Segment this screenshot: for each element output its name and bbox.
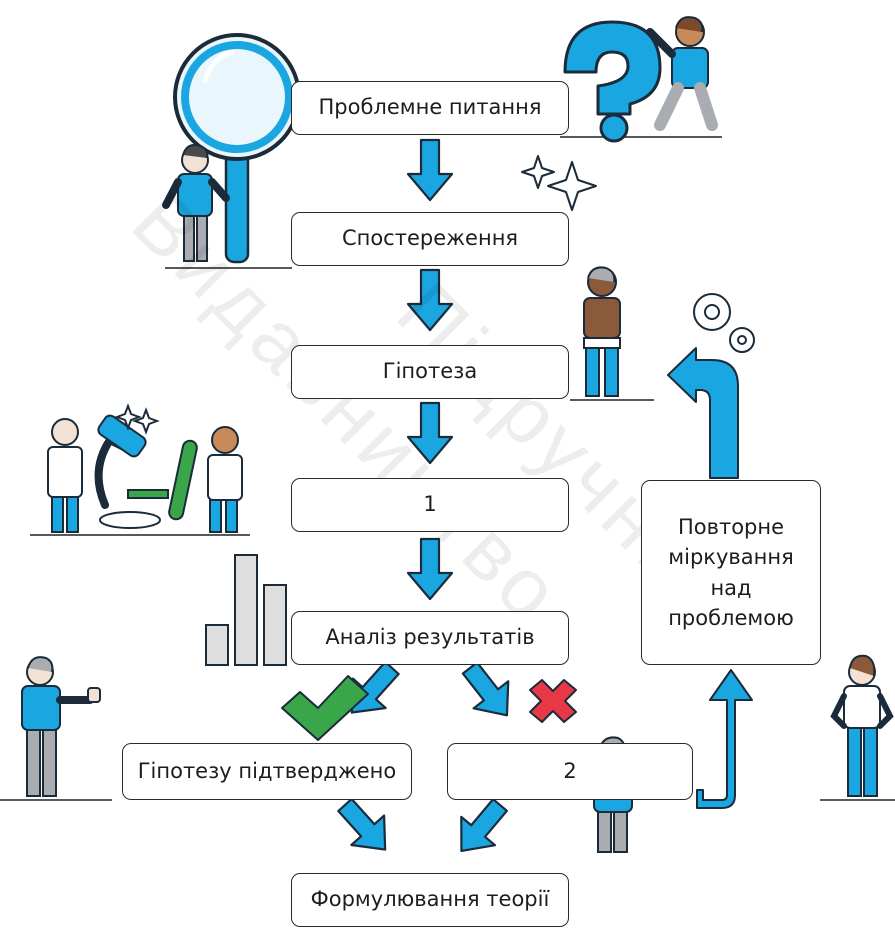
flow-arrow-confirmed-theory xyxy=(327,789,403,866)
bar-chart-icon xyxy=(205,554,287,666)
flow-arrow-problem-observation xyxy=(406,138,454,202)
step-problem-box: Проблемне питання xyxy=(291,81,569,135)
flow-arrow-observation-hypothesis xyxy=(406,268,454,332)
person-with-question xyxy=(646,16,718,131)
flow-arrow-hypothesis-step1 xyxy=(406,401,454,465)
scientists-microscope xyxy=(47,414,243,533)
thinking-person xyxy=(583,266,621,397)
sparkle-icon xyxy=(114,403,160,435)
sparkle-icon xyxy=(521,155,597,211)
feedback-arrow-rethink-hypothesis xyxy=(667,347,739,479)
flow-arrow-analysis-step2 xyxy=(451,653,526,730)
step-observation-box: Спостереження xyxy=(291,212,569,266)
person-with-magnifier xyxy=(162,144,230,262)
person-hands-on-hips xyxy=(830,654,894,797)
step-theory-box: Формулювання теорії xyxy=(291,873,569,927)
step-analysis-box: Аналіз результатів xyxy=(291,611,569,665)
gears-icon xyxy=(693,293,755,353)
step-hypothesis-box: Гіпотеза xyxy=(291,345,569,399)
step-1-box: 1 xyxy=(291,478,569,532)
question-mark-icon xyxy=(563,20,662,143)
step-2-box: 2 xyxy=(447,743,693,800)
ground-lines xyxy=(0,136,895,801)
person-thumbs-up xyxy=(21,656,101,797)
step-confirmed-box: Гіпотезу підтверджено xyxy=(122,743,412,800)
flow-arrow-step2-theory xyxy=(443,789,518,867)
check-icon xyxy=(281,675,369,741)
cross-icon xyxy=(529,679,577,723)
feedback-arrow-step2-rethink xyxy=(696,669,753,809)
flow-arrow-step1-analysis xyxy=(406,537,454,601)
step-rethink-box: Повторне міркування над проблемою xyxy=(641,480,821,665)
